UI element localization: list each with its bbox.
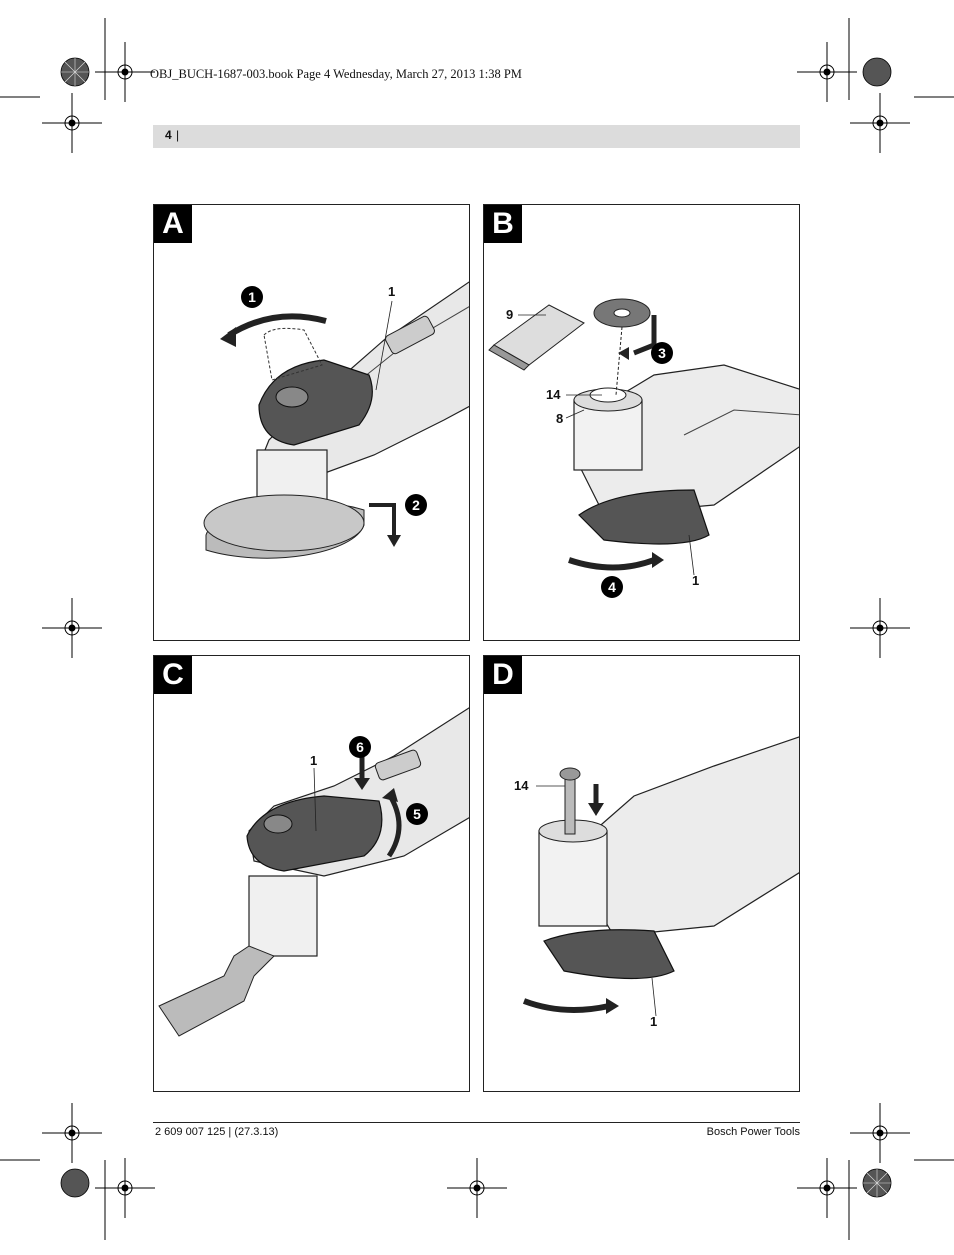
footer-rule <box>153 1122 800 1123</box>
step-number: 1 <box>248 289 256 305</box>
label-part-8: 8 <box>556 411 563 426</box>
step-number: 3 <box>658 345 666 361</box>
step-number: 2 <box>412 497 420 513</box>
label-part-14: 14 <box>546 387 561 402</box>
tool-illustration-a: 1 1 2 <box>203 281 469 559</box>
page-number: 4 <box>165 128 172 142</box>
print-slug: OBJ_BUCH-1687-003.book Page 4 Wednesday,… <box>150 67 522 81</box>
panel-letter: A <box>154 205 192 243</box>
header-separator: | <box>176 128 180 142</box>
tool-illustration-b: 9 14 8 1 3 4 <box>488 298 799 598</box>
footer-document-number: 2 609 007 125 | (27.3.13) <box>155 1126 279 1138</box>
label-part-1: 1 <box>650 1014 657 1029</box>
figure-panel-b: 9 14 8 1 3 4 B <box>483 204 800 641</box>
panel-letter: C <box>154 656 192 694</box>
label-part-14: 14 <box>514 778 529 793</box>
footer-brand: Bosch Power Tools <box>706 1126 800 1138</box>
figure-panel-a: 1 1 2 A <box>153 204 470 641</box>
step-number: 5 <box>413 806 421 822</box>
tool-illustration-d: 14 1 <box>514 736 799 1029</box>
step-marker <box>651 342 673 364</box>
label-part-1: 1 <box>388 284 395 299</box>
step-marker <box>406 803 428 825</box>
label-part-1: 1 <box>692 573 699 588</box>
panel-letter: D <box>484 656 522 694</box>
step-marker <box>349 736 371 758</box>
step-marker <box>601 576 623 598</box>
figure-panel-c: 1 6 5 C <box>153 655 470 1092</box>
step-marker <box>241 286 263 308</box>
step-number: 6 <box>356 739 364 755</box>
label-part-1: 1 <box>310 753 317 768</box>
step-number: 4 <box>608 579 616 595</box>
label-part-9: 9 <box>506 307 513 322</box>
panel-letter: B <box>484 205 522 243</box>
tool-illustration-c: 1 6 5 <box>158 707 469 1037</box>
header-bar <box>153 125 800 148</box>
figure-panel-d: 14 1 D <box>483 655 800 1092</box>
step-marker <box>405 494 427 516</box>
